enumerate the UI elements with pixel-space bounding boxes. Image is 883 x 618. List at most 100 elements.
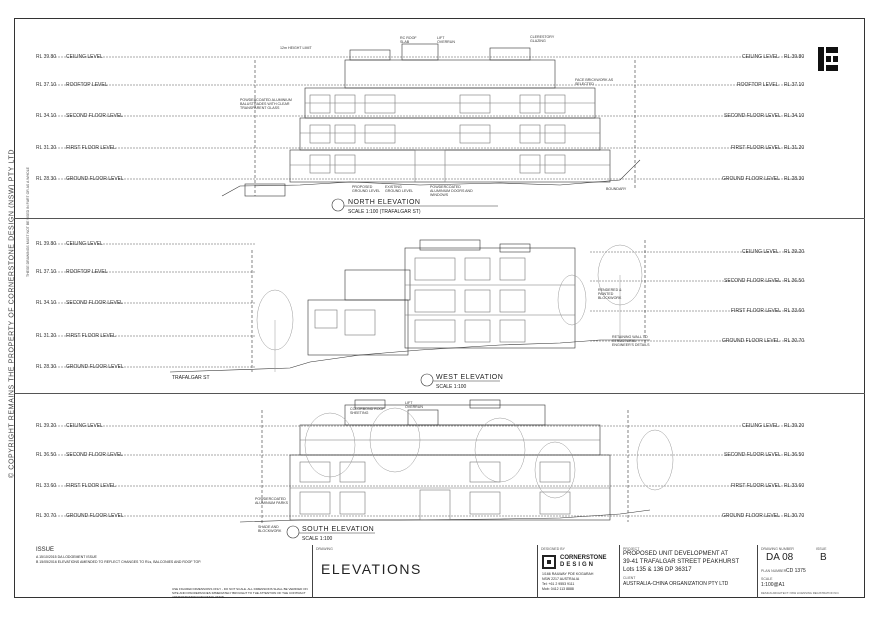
north-left-level-first: FIRST FLOOR LEVEL: [66, 145, 116, 151]
client-label: CLIENT: [623, 576, 636, 580]
north-left-level-ceiling: CEILING LEVEL: [66, 54, 103, 60]
issue-label: ISSUE: [36, 547, 55, 553]
north-elevation-scale: SCALE 1:100 (TRAFALGAR ST): [348, 209, 421, 215]
scale-value: 1:100@A1: [761, 582, 785, 588]
north-left-rl-second: RL 34.10: [36, 113, 57, 119]
north-right-level-ceiling: CEILING LEVEL: [742, 54, 779, 60]
drawing-title: ELEVATIONS: [321, 561, 422, 577]
west-right-level-second: SECOND FLOOR LEVEL: [724, 278, 781, 284]
cornerstone-logo-icon: [542, 555, 556, 569]
north-existing-gl-note: EXISTING GROUND LEVEL: [385, 185, 414, 193]
west-elevation-scale: SCALE 1:100: [436, 384, 467, 390]
west-right-rl-first: RL 33.60: [784, 308, 805, 314]
north-doors-note: POWDERCOATED ALUMINIUM DOORS AND WINDOWS: [430, 185, 473, 197]
south-right-rl-second: RL 36.50: [784, 452, 805, 458]
drawing-number-block: DRAWING NUMBER DA 08 ISSUE B PLAN NUMBER…: [757, 545, 865, 598]
west-right-level-ground: GROUND FLOOR LEVEL: [722, 338, 780, 344]
north-right-rl-rooftop: RL 37.10: [784, 82, 805, 88]
plan-number-label: PLAN NUMBER: [761, 569, 787, 573]
north-glazing-note: CLERESTORY GLAZING: [530, 35, 555, 43]
issue-number: B: [820, 552, 827, 563]
scale-label: SCALE: [761, 577, 773, 581]
north-right-rl-first: RL 31.20: [784, 145, 805, 151]
west-right-level-first: FIRST FLOOR LEVEL: [731, 308, 781, 314]
west-left-rl-first: RL 31.20: [36, 333, 57, 339]
issue-row-a: A 15/10/2015 DA LODGEMENT ISSUE: [36, 555, 97, 559]
south-left-rl-second: RL 36.50: [36, 452, 57, 458]
north-right-level-first: FIRST FLOOR LEVEL: [731, 145, 781, 151]
project-line-1: PROPOSED UNIT DEVELOPMENT AT: [623, 551, 729, 557]
south-left-rl-first: RL 33.60: [36, 483, 57, 489]
company-address-2: NSW 2217 AUSTRALIA: [542, 577, 580, 581]
south-left-level-ceiling: CEILING LEVEL: [66, 423, 103, 429]
west-left-level-ground: GROUND FLOOR LEVEL: [66, 364, 124, 370]
west-left-level-second: SECOND FLOOR LEVEL: [66, 300, 123, 306]
north-elevation-title: NORTH ELEVATION: [348, 199, 421, 206]
north-boundary-note: BOUNDARY: [606, 187, 627, 191]
issue-number-label: ISSUE: [816, 547, 827, 551]
project-line-3: Lots 135 & 136 DP 36317: [623, 567, 692, 573]
company-address-1: 1/166 RAILWAY PDE KOGARAH: [542, 572, 594, 576]
section-divider-1: [14, 218, 865, 219]
drawing-label: DRAWING: [316, 547, 333, 551]
west-left-level-rooftop: ROOFTOP LEVEL: [66, 269, 108, 275]
south-shade-note: SHADE AND BLOCKWORK: [258, 525, 282, 533]
height-limit-note: 12m HEIGHT LIMIT: [280, 46, 312, 50]
south-left-rl-ground: RL 30.70: [36, 513, 57, 519]
west-left-rl-second: RL 34.10: [36, 300, 57, 306]
north-right-rl-ceiling: RL 39.80: [784, 54, 805, 60]
west-left-level-ceiling: CEILING LEVEL: [66, 241, 103, 247]
north-right-level-ground: GROUND FLOOR LEVEL: [722, 176, 780, 182]
west-retaining-note: RETAINING WALL TO STRUCTURAL ENGINEER'S …: [612, 335, 650, 347]
north-roof-note: RC ROOF SLAB: [400, 36, 417, 44]
north-balustrade-note: POWDERCOATED ALUMINIUM BALUSTRADES WITH …: [240, 98, 292, 110]
north-right-rl-second: RL 34.10: [784, 113, 805, 119]
north-left-level-ground: GROUND FLOOR LEVEL: [66, 176, 124, 182]
west-left-rl-rooftop: RL 37.10: [36, 269, 57, 275]
south-parks-note: POWDERCOATED ALUMINIUM PARKS: [255, 497, 289, 505]
south-elevation-scale: SCALE 1:100: [302, 536, 333, 542]
south-right-level-first: FIRST FLOOR LEVEL: [731, 483, 781, 489]
south-right-rl-first: RL 33.60: [784, 483, 805, 489]
west-left-rl-ceiling: RL 39.80: [36, 241, 57, 247]
dimension-note: USE FIGURED DIMENSIONS ONLY - DO NOT SCA…: [172, 587, 308, 599]
project-label: PROJECT: [623, 547, 640, 551]
company-name-2: DESIGN: [560, 562, 596, 568]
south-elevation-title: SOUTH ELEVATION: [302, 526, 375, 533]
project-block: PROJECT PROPOSED UNIT DEVELOPMENT AT 39-…: [619, 545, 757, 598]
drawing-title-block: DRAWING ELEVATIONS: [312, 545, 537, 598]
brand-logo-mark: [818, 47, 838, 71]
west-right-level-ceiling: CEILING LEVEL: [742, 249, 779, 255]
drawing-number: DA 08: [766, 552, 794, 563]
south-roof-note: COLORBOND ROOF SHEETING: [350, 407, 385, 415]
south-left-level-ground: GROUND FLOOR LEVEL: [66, 513, 124, 519]
west-right-rl-second: RL 36.50: [784, 278, 805, 284]
south-left-rl-ceiling: RL 39.20: [36, 423, 57, 429]
north-left-level-rooftop: ROOFTOP LEVEL: [66, 82, 108, 88]
north-left-rl-ceiling: RL 39.80: [36, 54, 57, 60]
drawing-number-label: DRAWING NUMBER: [761, 547, 794, 551]
company-mob: Mob: 0412 113 8888: [542, 587, 574, 591]
north-right-rl-ground: RL 28.30: [784, 176, 805, 182]
south-right-level-ground: GROUND FLOOR LEVEL: [722, 513, 780, 519]
north-lift-note: LIFT OVERRUN: [437, 36, 455, 44]
west-right-rl-ground: RL 30.70: [784, 338, 805, 344]
section-divider-2: [14, 393, 865, 394]
designer-label: DESIGNED BY: [541, 547, 565, 551]
plan-number: CD 1375: [786, 568, 806, 574]
north-left-rl-rooftop: RL 37.10: [36, 82, 57, 88]
north-proposed-gl-note: PROPOSED GROUND LEVEL: [352, 185, 381, 193]
issue-block: ISSUE A 15/10/2015 DA LODGEMENT ISSUE B …: [32, 545, 312, 599]
drawing-sheet: [14, 18, 865, 598]
company-tel: Tel: +61 2 9553 9111: [542, 582, 575, 586]
north-left-rl-ground: RL 28.30: [36, 176, 57, 182]
west-right-rl-ceiling: RL 39.20: [784, 249, 805, 255]
south-left-level-second: SECOND FLOOR LEVEL: [66, 452, 123, 458]
north-left-rl-first: RL 31.20: [36, 145, 57, 151]
west-blockwork-note: RENDERED & PAINTED BLOCKWORK: [598, 288, 622, 300]
west-left-rl-ground: RL 28.30: [36, 364, 57, 370]
south-lift-note: LIFT OVERRUN: [405, 401, 423, 409]
street-label: TRAFALGAR ST: [172, 375, 210, 381]
south-right-level-ceiling: CEILING LEVEL: [742, 423, 779, 429]
